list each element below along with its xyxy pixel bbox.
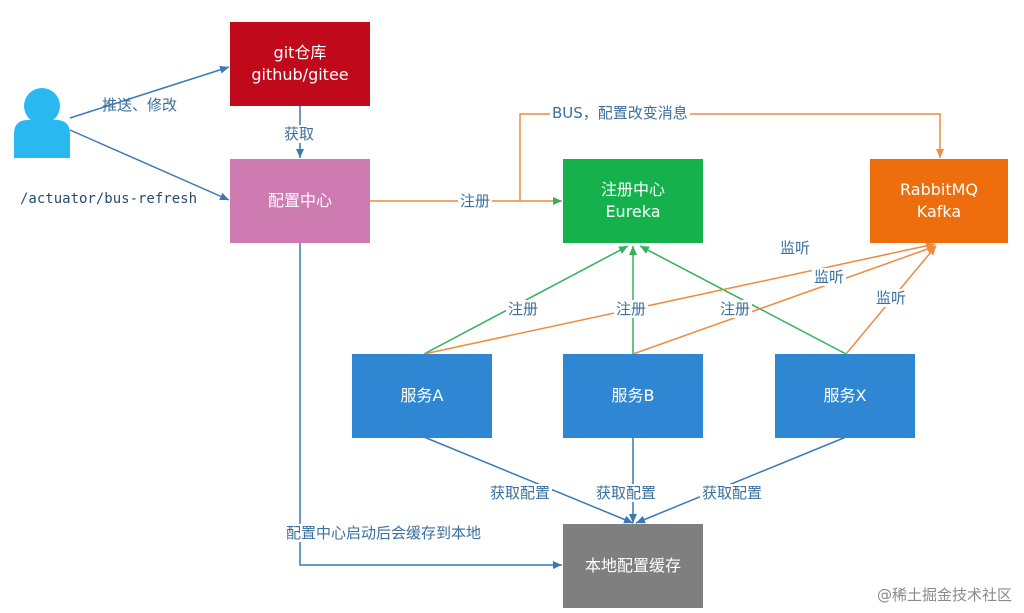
- listen-x-label: 监听: [874, 289, 909, 307]
- mq-subtitle: Kafka: [916, 202, 962, 221]
- edge-x-to-cache: [635, 436, 847, 524]
- fetch-config-a-label: 获取配置: [488, 484, 553, 502]
- local-cache-label: 本地配置缓存: [584, 556, 681, 575]
- edge-bus-message: [519, 113, 944, 201]
- service-x-label: 服务X: [823, 386, 867, 405]
- edge-b-to-mq: [632, 245, 937, 355]
- edge-a-to-cache: [423, 436, 634, 524]
- edge-user-to-config: [69, 129, 230, 201]
- local-cache-node: 本地配置缓存: [563, 524, 703, 608]
- push-modify-label: 推送、修改: [102, 96, 178, 114]
- watermark: @稀土掘金技术社区: [876, 586, 1012, 604]
- register-a-label: 注册: [506, 300, 541, 318]
- git-repo-subtitle: github/gitee: [251, 65, 349, 84]
- service-b-node: 服务B: [563, 354, 703, 438]
- service-x-node: 服务X: [775, 354, 915, 438]
- edge-config-to-cache: [299, 243, 562, 569]
- edge-user-to-git: [69, 65, 230, 119]
- register-b-label: 注册: [614, 300, 649, 318]
- fetch-config-b-label: 获取配置: [594, 484, 659, 502]
- config-center-label: 配置中心: [267, 191, 332, 210]
- refresh-endpoint-label: /actuator/bus-refresh: [20, 191, 198, 207]
- mq-title: RabbitMQ: [900, 180, 978, 199]
- service-a-label: 服务A: [400, 386, 444, 405]
- cache-note-label: 配置中心启动后会缓存到本地: [284, 524, 484, 542]
- fetch-config-x-label: 获取配置: [700, 484, 765, 502]
- fetch-label: 获取: [282, 125, 317, 143]
- git-repo-node: git仓库 github/gitee: [230, 22, 370, 106]
- git-repo-title: git仓库: [273, 43, 327, 62]
- mq-node: RabbitMQ Kafka: [870, 159, 1008, 243]
- config-center-node: 配置中心: [230, 159, 370, 243]
- registry-node: 注册中心 Eureka: [563, 159, 703, 243]
- user-icon: [14, 88, 70, 158]
- listen-b-label: 监听: [812, 268, 847, 286]
- service-a-node: 服务A: [352, 354, 492, 438]
- register-x-label: 注册: [718, 300, 753, 318]
- register-label: 注册: [458, 192, 493, 210]
- listen-a-label: 监听: [778, 239, 813, 257]
- registry-title: 注册中心: [600, 180, 665, 199]
- registry-subtitle: Eureka: [605, 202, 661, 221]
- bus-message-label: BUS，配置改变消息: [550, 104, 690, 122]
- edge-a-to-mq: [423, 241, 936, 355]
- service-b-label: 服务B: [611, 386, 655, 405]
